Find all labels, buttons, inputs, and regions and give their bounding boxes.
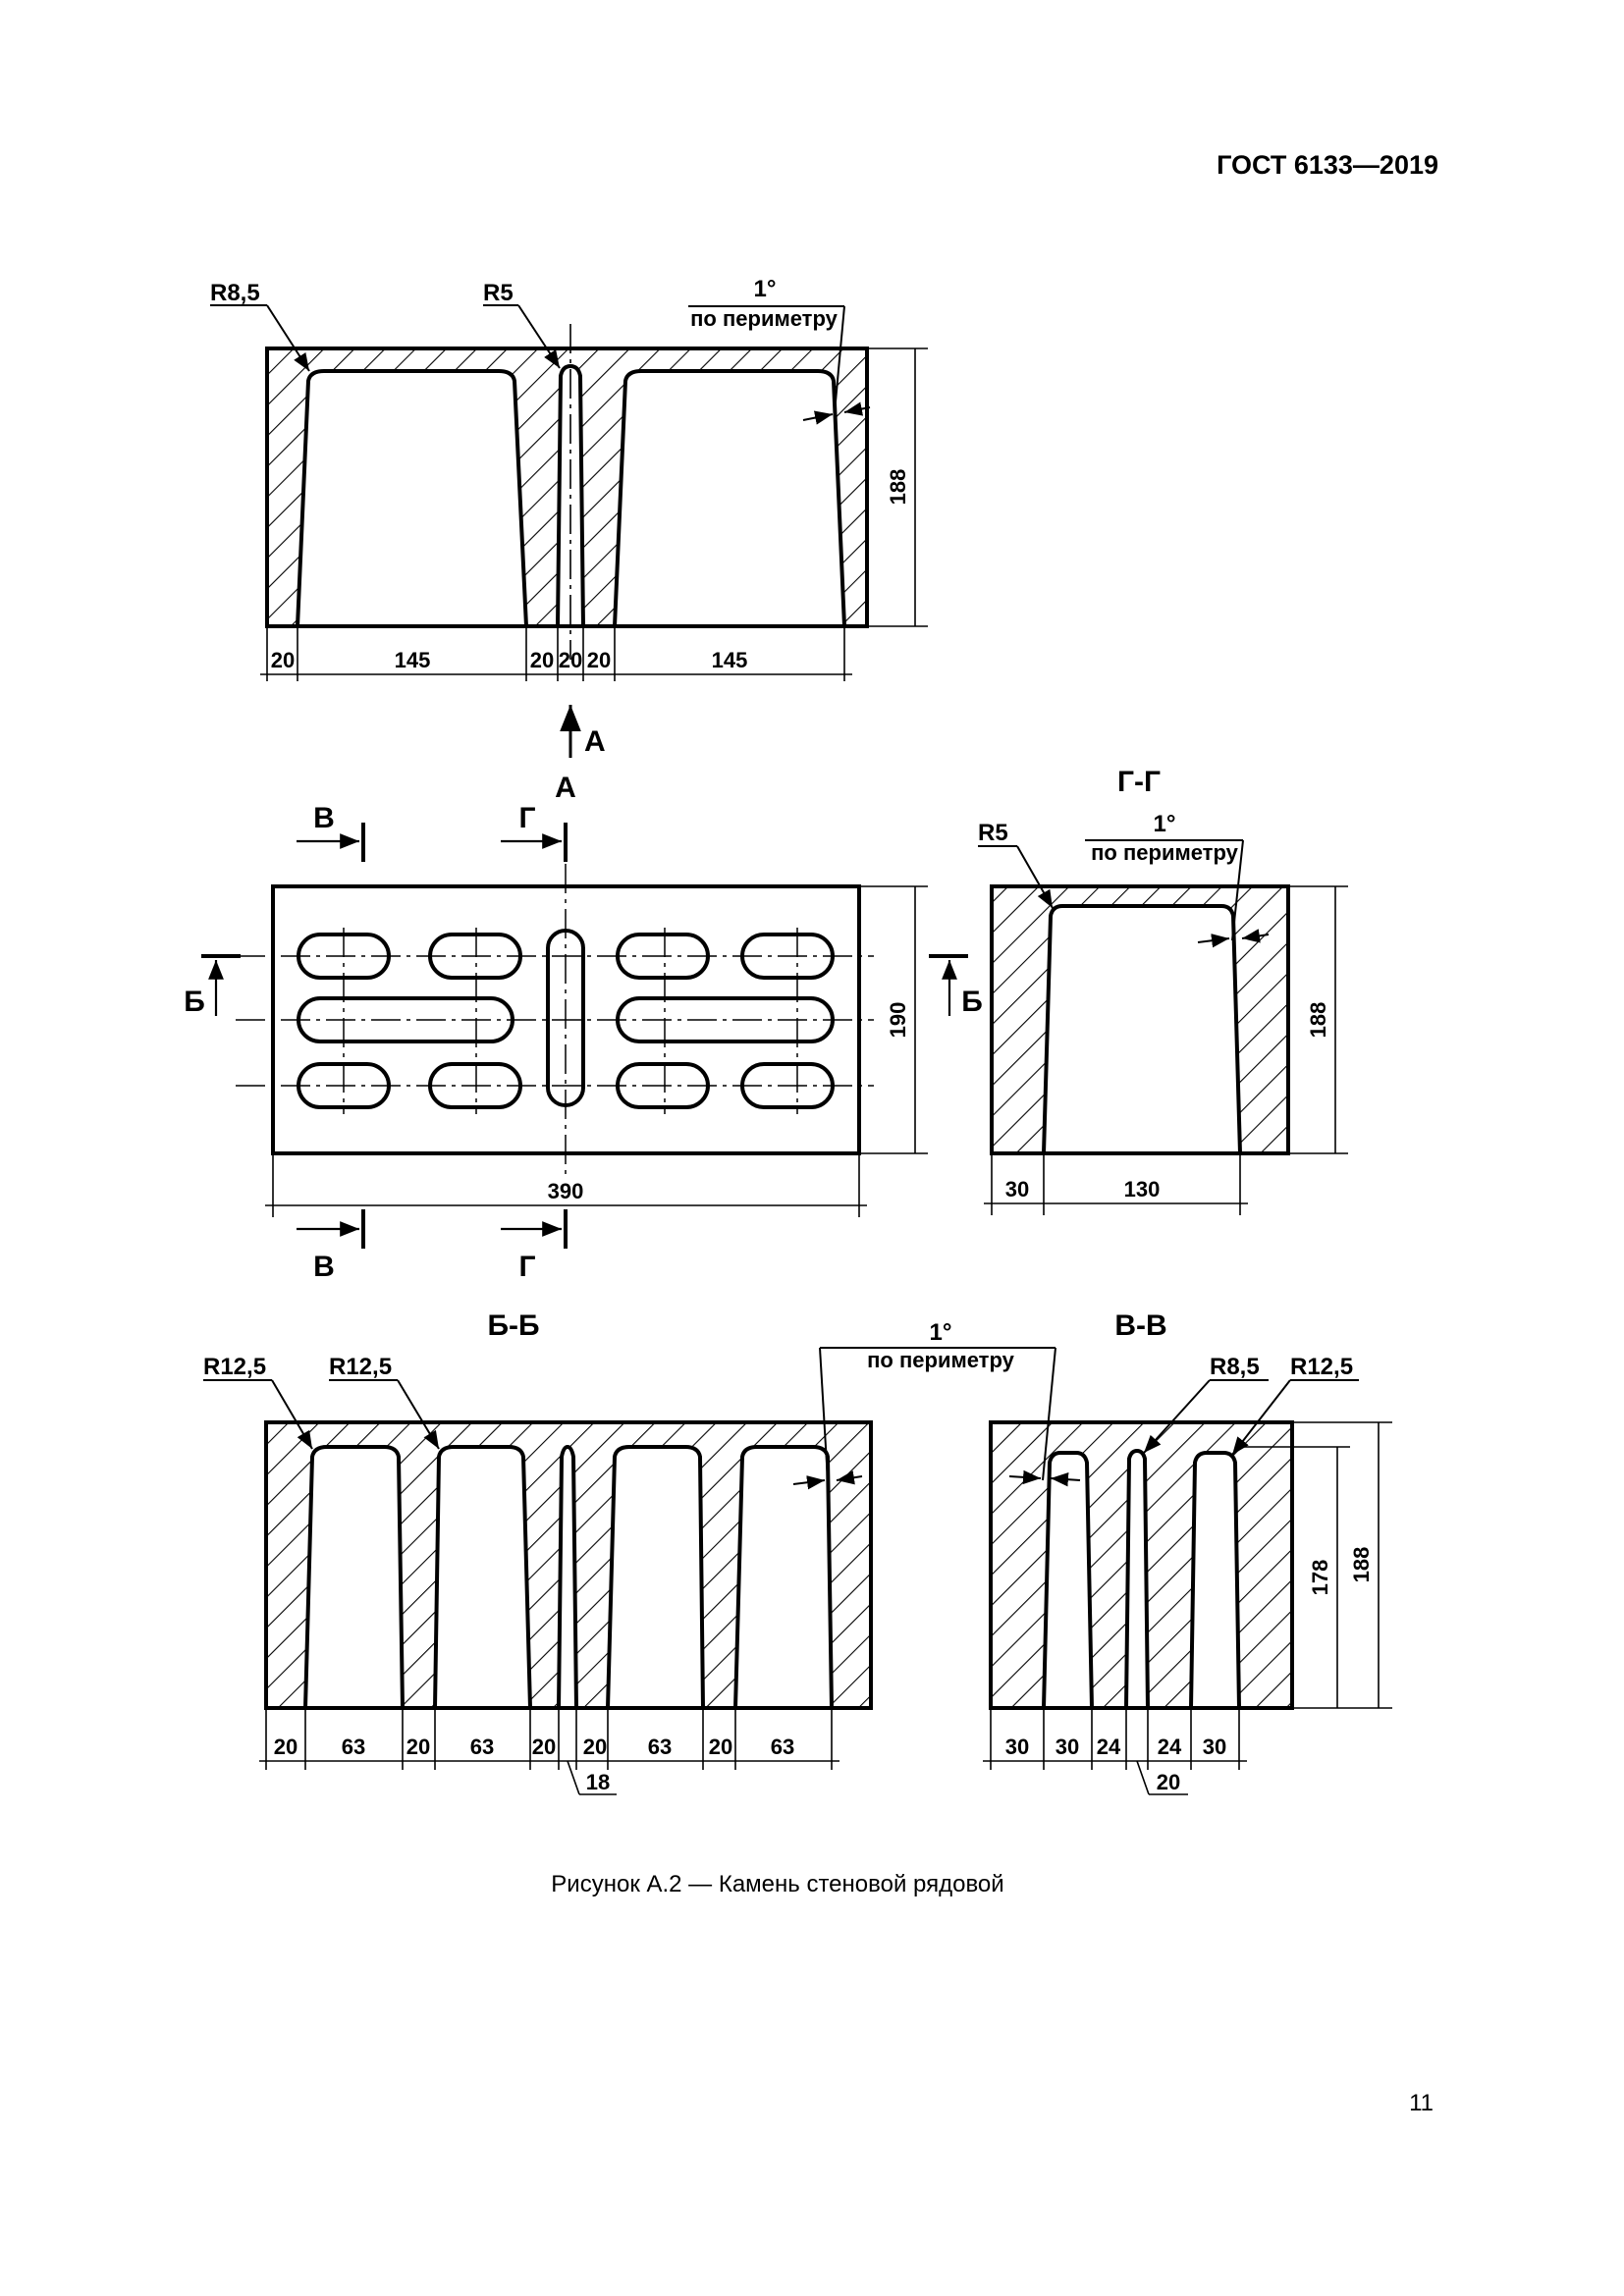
top-view-body bbox=[265, 347, 869, 628]
cut-v-bottom: В bbox=[313, 1251, 335, 1283]
section-bb-radius-2: R12,5 bbox=[329, 1354, 392, 1380]
section-vv-dim-5: 30 bbox=[1203, 1735, 1226, 1759]
page-number: 11 bbox=[1409, 2090, 1434, 2116]
section-bb-dim-1: 20 bbox=[274, 1735, 298, 1759]
section-gg: Г-Г R5 1° по периметру 188 30 130 bbox=[978, 766, 1348, 1215]
figure-caption: Рисунок А.2 — Камень стеновой рядовой bbox=[551, 1871, 1003, 1897]
section-gg-title: Г-Г bbox=[1117, 766, 1161, 798]
top-angle-note: по периметру bbox=[690, 306, 838, 331]
view-arrow-a-label: А bbox=[584, 725, 606, 758]
section-bb-angle-arrow-a bbox=[792, 1475, 826, 1490]
section-bb-dim-7: 63 bbox=[648, 1735, 672, 1759]
section-bb-dim-6: 20 bbox=[583, 1735, 607, 1759]
section-bb-radius-1: R12,5 bbox=[203, 1354, 266, 1380]
top-dim-2: 145 bbox=[395, 648, 431, 672]
section-gg-height-dim bbox=[1288, 885, 1348, 1154]
section-gg-angle-leader bbox=[1231, 839, 1244, 941]
section-bb-angle: 1° bbox=[930, 1319, 952, 1346]
section-bb-dim-3: 20 bbox=[406, 1735, 430, 1759]
plan-view-axes bbox=[236, 864, 874, 1178]
section-gg-radius-leader bbox=[1016, 845, 1054, 909]
top-radius-mid-leader bbox=[517, 304, 561, 369]
cut-v-top: В bbox=[313, 802, 335, 834]
section-vv-radius-1-leader bbox=[1143, 1379, 1211, 1454]
section-bb-angle-arrow-b bbox=[836, 1470, 863, 1485]
cut-b-left: Б bbox=[184, 986, 205, 1018]
section-bb-slot: 18 bbox=[586, 1770, 610, 1794]
section-gg-dim-chain bbox=[984, 1153, 1248, 1215]
section-bb-angle-note: по периметру bbox=[867, 1348, 1014, 1372]
section-vv-radius-2: R12,5 bbox=[1290, 1354, 1353, 1380]
section-vv-height-inner: 178 bbox=[1308, 1560, 1332, 1596]
top-angle-leader bbox=[834, 305, 845, 413]
section-gg-height-label: 188 bbox=[1306, 1002, 1330, 1039]
section-vv-angle-arrow-b bbox=[1050, 1472, 1081, 1487]
top-dim-1: 20 bbox=[271, 648, 295, 672]
section-gg-angle-arrow-b bbox=[1241, 929, 1270, 943]
plan-width-dim bbox=[265, 1153, 867, 1217]
top-radius-left-leader bbox=[266, 304, 310, 372]
section-vv-angle-arrow-a bbox=[1008, 1469, 1042, 1485]
cut-b-right: Б bbox=[961, 986, 983, 1018]
top-dim-chain bbox=[260, 626, 852, 681]
top-dim-5: 20 bbox=[587, 648, 611, 672]
section-bb-dim-5: 20 bbox=[532, 1735, 556, 1759]
top-angle-arrow-b bbox=[843, 401, 871, 416]
top-dim-4: 20 bbox=[559, 648, 582, 672]
section-vv-dim-2: 30 bbox=[1056, 1735, 1079, 1759]
plan-view-title: А bbox=[555, 772, 576, 804]
section-vv-radius-1: R8,5 bbox=[1210, 1354, 1260, 1380]
top-angle-arrow-a bbox=[802, 410, 834, 425]
plan-width-label: 390 bbox=[548, 1179, 584, 1203]
top-view: R8,5 R5 1° по периметру 188 20 bbox=[210, 276, 928, 758]
section-gg-radius: R5 bbox=[978, 820, 1008, 846]
section-bb: Б-Б R12,5 R12,5 1° по периметру bbox=[203, 1309, 1056, 1795]
standard-number: ГОСТ 6133—2019 bbox=[1217, 150, 1438, 180]
section-bb-angle-leader bbox=[819, 1347, 829, 1481]
section-vv-height: 188 bbox=[1349, 1547, 1374, 1583]
section-vv-title: В-В bbox=[1114, 1309, 1166, 1342]
section-bb-dim-chain bbox=[259, 1708, 839, 1795]
section-vv-angle-leader bbox=[1042, 1347, 1056, 1481]
section-bb-dim-2: 63 bbox=[342, 1735, 365, 1759]
cut-marks bbox=[201, 823, 968, 1249]
top-angle: 1° bbox=[754, 276, 777, 302]
section-vv: В-В R8,5 R12,5 178 188 bbox=[983, 1309, 1392, 1795]
section-vv-radius-2-leader bbox=[1231, 1379, 1291, 1456]
section-gg-angle: 1° bbox=[1154, 811, 1176, 837]
plan-view: А bbox=[184, 772, 983, 1283]
section-gg-angle-note: по периметру bbox=[1091, 840, 1238, 865]
section-bb-dim-4: 63 bbox=[470, 1735, 494, 1759]
plan-view-voids bbox=[297, 929, 835, 1109]
section-vv-dim-3: 24 bbox=[1097, 1735, 1121, 1759]
top-radius-left: R8,5 bbox=[210, 280, 260, 306]
section-vv-dim-chain bbox=[983, 1708, 1247, 1795]
section-bb-dim-8: 20 bbox=[709, 1735, 732, 1759]
top-dim-3: 20 bbox=[530, 648, 554, 672]
section-bb-radius-2-leader bbox=[397, 1379, 440, 1450]
top-radius-mid: R5 bbox=[483, 280, 514, 306]
section-gg-angle-arrow-a bbox=[1197, 934, 1230, 948]
section-bb-title: Б-Б bbox=[487, 1309, 539, 1342]
plan-height-dim bbox=[859, 885, 928, 1154]
cut-g-bottom: Г bbox=[518, 1251, 535, 1283]
section-gg-dim-1: 30 bbox=[1005, 1177, 1029, 1201]
section-vv-slot: 20 bbox=[1157, 1770, 1180, 1794]
section-bb-radius-1-leader bbox=[271, 1379, 313, 1450]
plan-height-label: 190 bbox=[886, 1002, 910, 1039]
section-vv-body bbox=[989, 1420, 1294, 1710]
cut-g-top: Г bbox=[518, 802, 535, 834]
top-height-label: 188 bbox=[886, 469, 910, 506]
section-bb-dim-9: 63 bbox=[771, 1735, 794, 1759]
section-gg-dim-2: 130 bbox=[1124, 1177, 1161, 1201]
top-dim-6: 145 bbox=[712, 648, 748, 672]
section-vv-dim-1: 30 bbox=[1005, 1735, 1029, 1759]
section-gg-body bbox=[990, 884, 1290, 1155]
section-bb-body bbox=[264, 1420, 873, 1710]
section-vv-dim-4: 24 bbox=[1158, 1735, 1182, 1759]
section-vv-height-dims bbox=[1235, 1421, 1392, 1709]
